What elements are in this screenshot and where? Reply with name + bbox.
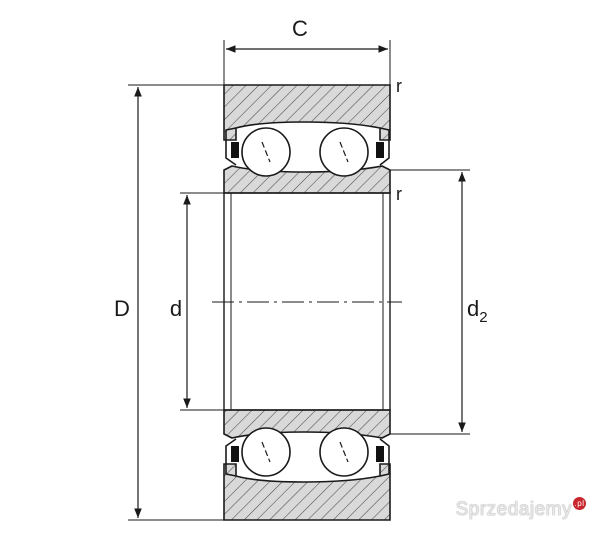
outer-ring-top — [223, 84, 391, 141]
dimension-D-label: D — [114, 296, 130, 321]
inner-ring-bottom — [223, 409, 391, 439]
radius-label-top: r — [396, 76, 402, 96]
ball-top-right — [319, 127, 369, 177]
dimension-d-label: d — [170, 296, 182, 321]
inner-ring-top — [223, 165, 391, 194]
dimension-d2-label: d2 — [467, 296, 488, 326]
outer-ring-bottom — [223, 463, 391, 521]
ball-bottom-right — [319, 427, 369, 477]
seal-left-top — [225, 127, 239, 166]
seal-right-bottom — [376, 438, 390, 477]
seal-right-top — [376, 127, 390, 166]
watermark: Sprzedajemy.pl — [455, 497, 586, 520]
dimension-C-label: C — [292, 16, 308, 41]
ball-top-left — [241, 127, 291, 177]
radius-label-middle: r — [396, 184, 402, 204]
seal-left-bottom — [225, 438, 239, 477]
watermark-badge: .pl — [573, 497, 586, 510]
ball-bottom-left — [241, 427, 291, 477]
